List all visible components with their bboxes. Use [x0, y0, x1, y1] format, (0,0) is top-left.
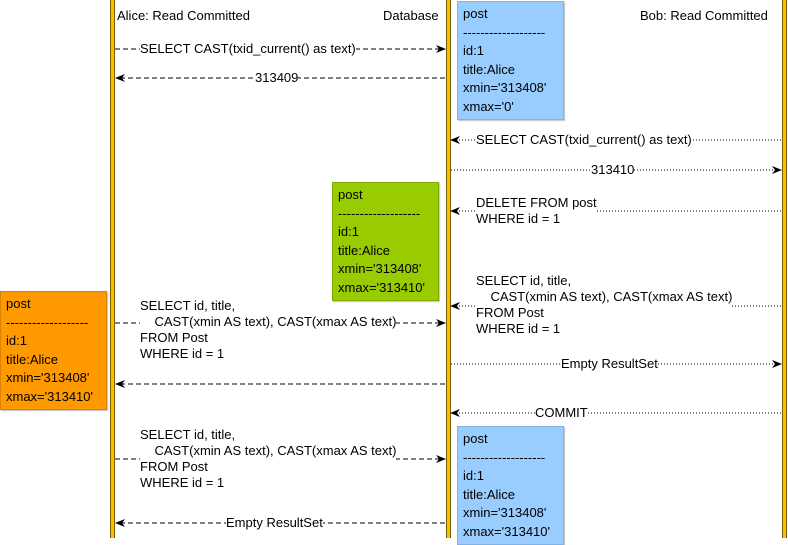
row-note-db-after-commit: post ------------------- id:1 title:Alic… — [457, 426, 564, 545]
message-label: SELECT CAST(txid_current() as text) — [140, 41, 356, 57]
message-label: DELETE FROM post WHERE id = 1 — [476, 195, 597, 227]
database-lifeline — [446, 0, 451, 538]
message-label: 313409 — [255, 70, 299, 86]
database-participant-label: Database — [383, 8, 439, 23]
message-label: SELECT id, title, CAST(xmin AS text), CA… — [140, 298, 397, 362]
message-label: SELECT id, title, CAST(xmin AS text), CA… — [140, 427, 397, 491]
message-label: Empty ResultSet — [226, 515, 323, 531]
alice-lifeline — [110, 0, 115, 538]
message-label: 313410 — [591, 162, 635, 178]
message-label: SELECT CAST(txid_current() as text) — [476, 132, 692, 148]
message-label: COMMIT — [535, 405, 588, 421]
alice-participant-label: Alice: Read Committed — [117, 8, 250, 23]
row-note-db-after-delete: post ------------------- id:1 title:Alic… — [332, 182, 439, 301]
message-label: SELECT id, title, CAST(xmin AS text), CA… — [476, 273, 733, 337]
bob-lifeline — [782, 0, 787, 538]
bob-participant-label: Bob: Read Committed — [640, 8, 768, 23]
row-note-db-initial: post ------------------- id:1 title:Alic… — [457, 1, 564, 120]
message-label: Empty ResultSet — [561, 356, 658, 372]
row-note-alice-view: post ------------------- id:1 title:Alic… — [0, 291, 107, 410]
